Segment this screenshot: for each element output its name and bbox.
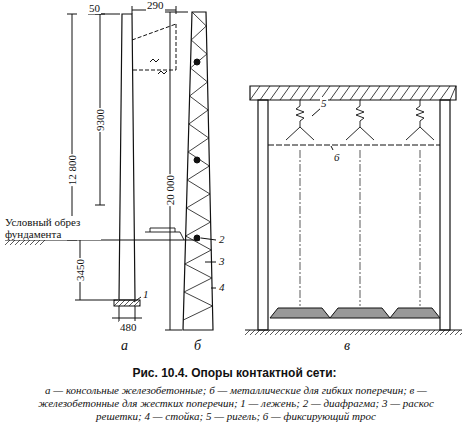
drawing-stroke (340, 86, 350, 100)
drawing-stroke (360, 150, 361, 306)
drawing-stroke (406, 127, 434, 140)
drawing-stroke (250, 86, 260, 100)
dimension-label: 50 (88, 2, 101, 14)
drawing-stroke (188, 138, 209, 152)
drawing-stroke (360, 86, 370, 100)
drawing-stroke (183, 306, 212, 320)
drawing-stroke (430, 86, 440, 100)
drawing-stroke (186, 236, 212, 250)
callout-number: 3 (218, 255, 226, 267)
subfigure-letter: б (193, 340, 202, 352)
drawing-stroke (185, 250, 211, 264)
drawing-stroke (350, 86, 360, 100)
caption-legend: а — консольные железобетонные; б — метал… (15, 384, 457, 423)
drawing-stroke (420, 86, 430, 100)
drawing-stroke (184, 278, 212, 292)
drawing-stroke (184, 292, 212, 306)
dimension-label: 480 (119, 321, 138, 333)
cantilever-pole (5, 6, 200, 322)
dimension-label: 20 000 (164, 174, 176, 206)
dimension-label: 12 800 (66, 154, 78, 186)
drawing-stroke (191, 26, 206, 40)
drawing-stroke (187, 166, 209, 180)
drawing-stroke (188, 152, 209, 166)
drawing-stroke (400, 86, 410, 100)
drawing-stroke (280, 86, 290, 100)
drawing-stroke (356, 100, 364, 127)
drawing-stroke (380, 86, 390, 100)
drawing-stroke (346, 127, 374, 140)
drawing-stroke (185, 264, 212, 278)
drawing-stroke (410, 86, 420, 100)
drawing-stroke (192, 12, 206, 26)
drawing-stroke (390, 86, 400, 100)
callout-number: 2 (218, 233, 226, 245)
drawing-stroke (300, 86, 310, 100)
dimension-label: 3450 (74, 258, 86, 282)
note-label: Условный обрез фундамента (4, 216, 101, 240)
dimension-label: 290 (146, 0, 165, 11)
drawing-stroke (189, 124, 209, 138)
drawing-stroke (310, 86, 320, 100)
drawing-stroke (300, 150, 301, 306)
drawing-stroke (190, 96, 209, 110)
callout-number: 5 (320, 97, 328, 109)
callout-number: 4 (218, 281, 226, 293)
drawing-stroke (191, 40, 207, 54)
drawing-stroke (286, 127, 314, 140)
subfigure-letter: а (120, 340, 129, 352)
drawing-stroke (330, 86, 340, 100)
drawing-stroke (440, 86, 450, 100)
figure-caption: Рис. 10.4. Опоры контактной сети: (0, 366, 469, 380)
drawing-stroke (296, 100, 304, 127)
drawing-stroke (186, 208, 210, 222)
callout-number: 6 (333, 151, 341, 163)
drawing-stroke (186, 194, 210, 208)
drawing-stroke (190, 54, 207, 68)
dimension-label: 9300 (94, 108, 106, 132)
subfigure-letter: в (343, 340, 351, 352)
drawing-stroke (190, 68, 207, 82)
drawing-stroke (416, 100, 424, 127)
drawing-stroke (420, 150, 421, 306)
lattice-tower (165, 12, 216, 330)
drawing-stroke (450, 86, 456, 100)
callout-number: 1 (142, 288, 150, 300)
drawing-stroke (260, 86, 270, 100)
drawing-stroke (186, 222, 211, 236)
drawing-stroke (190, 82, 208, 96)
drawing-stroke (187, 180, 210, 194)
drawing-stroke (290, 86, 300, 100)
drawing-stroke (270, 86, 280, 100)
drawing-stroke (189, 110, 208, 124)
drawing-stroke (370, 86, 380, 100)
rigid-portal (245, 86, 462, 335)
